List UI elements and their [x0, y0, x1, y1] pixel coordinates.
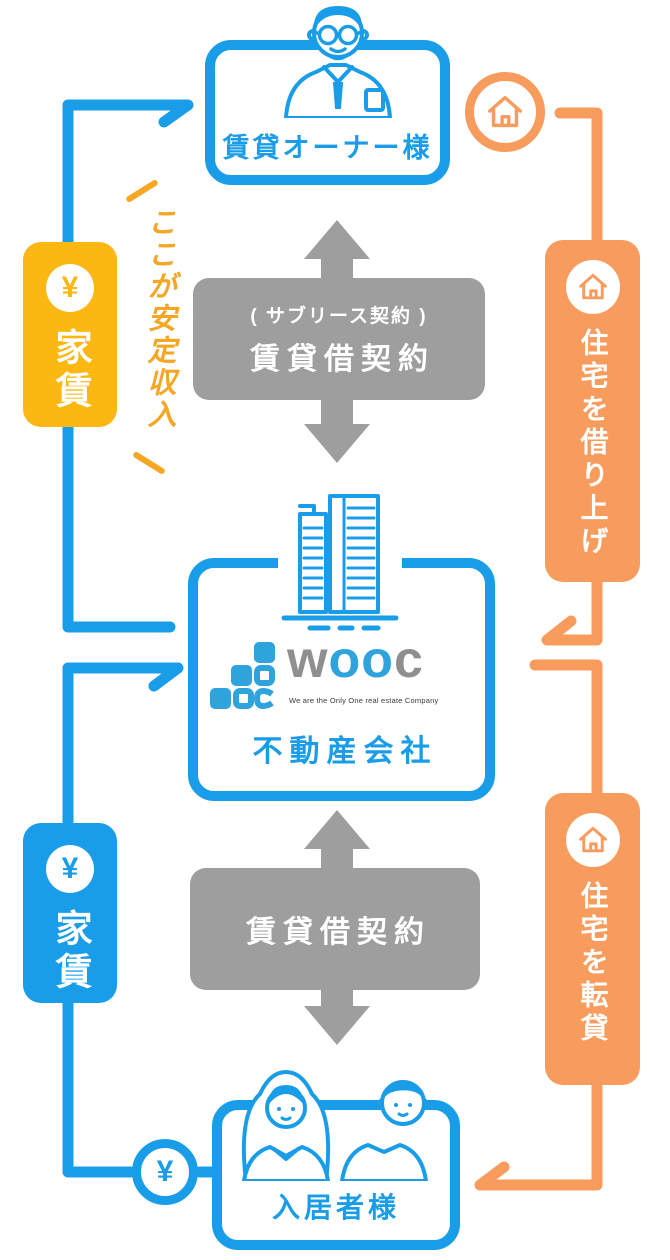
- yen-icon: ¥: [46, 845, 94, 893]
- sublease-note: ( サブリース契約 ): [250, 305, 428, 327]
- owner-rent-label: 家賃: [50, 328, 91, 414]
- home-icon: [488, 95, 522, 128]
- annotation-text: ここが安定収入: [143, 207, 175, 431]
- wooc-blocks-icon: [210, 642, 275, 710]
- arrowhead-into-company-right: [541, 615, 577, 646]
- upper-contract-title: 賃貸借契約: [250, 342, 435, 376]
- tenant-label: 入居者様: [271, 1192, 400, 1223]
- owner-person-icon: [284, 6, 392, 118]
- upper-contract-box: ( サブリース契約 ) 賃貸借契約: [193, 278, 485, 400]
- wooc-wordmark: wooc: [287, 631, 424, 689]
- owner-rent-box: ¥ 家賃: [23, 242, 117, 427]
- tenant-couple-icon: [241, 1070, 428, 1181]
- yen-circle-badge: ¥: [132, 1139, 198, 1205]
- building-icon: [278, 488, 402, 631]
- arrowhead-into-tenant: [474, 1161, 510, 1191]
- tenant-rent-box: ¥ 家賃: [23, 823, 117, 1003]
- home-circle: [565, 813, 620, 867]
- sublet-box: 住宅を転貸: [545, 793, 640, 1085]
- wooc-tagline: We are the Only One real estate Company: [289, 696, 439, 705]
- owner-label: 賃貸オーナー様: [222, 133, 433, 163]
- home-icon: [578, 273, 607, 300]
- yen-icon: ¥: [46, 264, 94, 312]
- home-circle: [565, 260, 620, 314]
- company-label: 不動産会社: [252, 735, 438, 768]
- lower-contract-box: 賃貸借契約: [190, 868, 480, 990]
- sublet-label: 住宅を転貸: [577, 881, 609, 1046]
- lease-up-box: 住宅を借り上げ: [545, 240, 640, 582]
- home-circle-badge: [465, 72, 545, 152]
- lower-contract-title: 賃貸借契約: [246, 916, 431, 949]
- arrowhead-into-company-left: [148, 662, 184, 692]
- lease-up-label: 住宅を借り上げ: [577, 328, 609, 559]
- arrowhead-into-owner: [158, 99, 194, 128]
- tenant-rent-label: 家賃: [50, 909, 91, 995]
- home-icon: [578, 826, 607, 853]
